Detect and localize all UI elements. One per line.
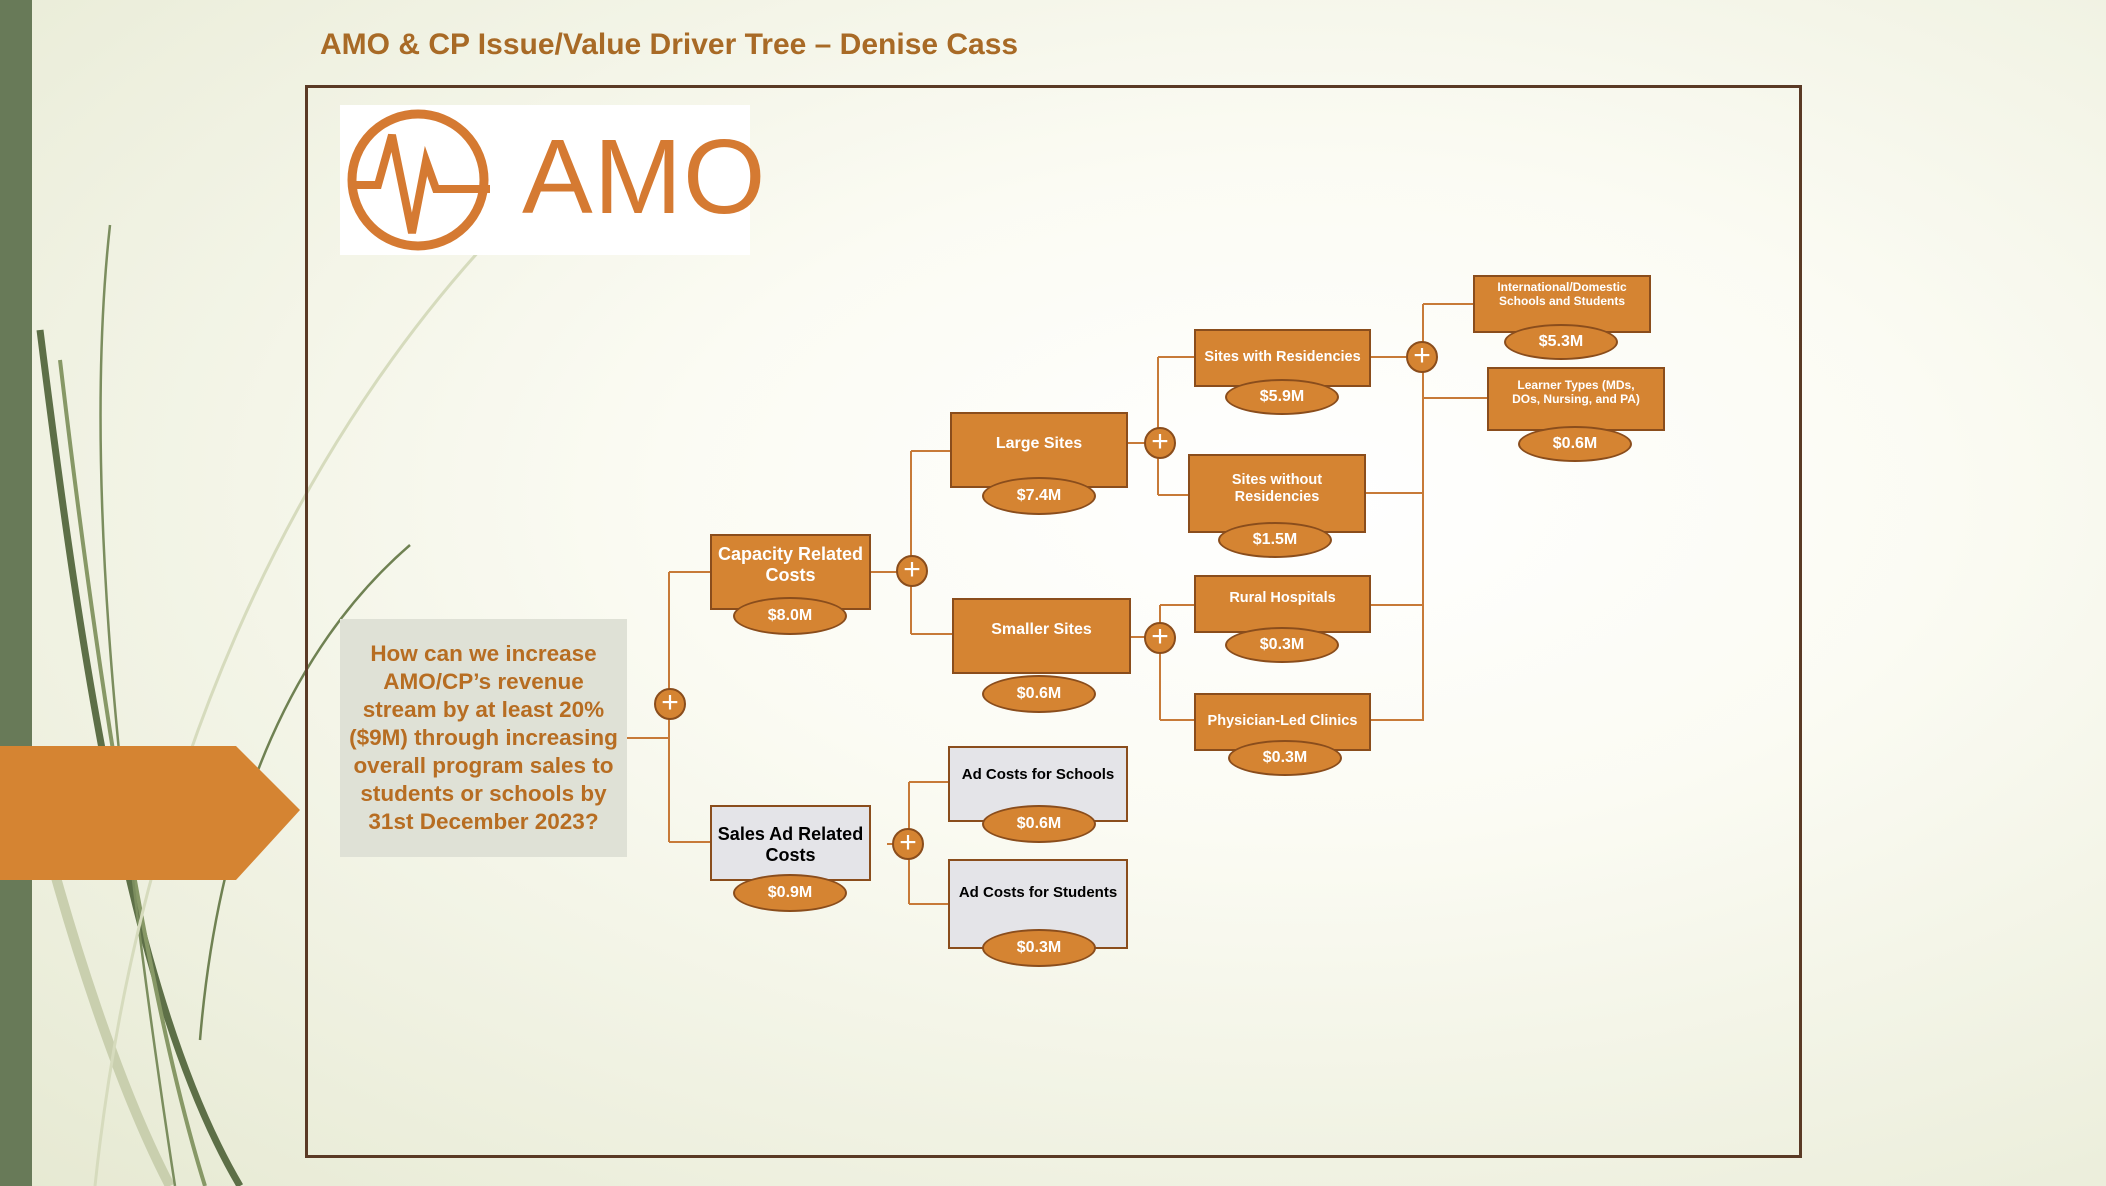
orange-arrow-shape — [0, 746, 300, 880]
content-frame — [305, 85, 1802, 1158]
node-sales-ad-related-costs: Sales Ad Related Costs — [710, 805, 871, 881]
node-learner-types: Learner Types (MDs, DOs, Nursing, and PA… — [1487, 367, 1665, 431]
value-capacity-related-costs: $8.0M — [733, 597, 847, 635]
slide-title: AMO & CP Issue/Value Driver Tree – Denis… — [320, 28, 1019, 61]
pulse-logo-icon — [347, 109, 490, 251]
sidebar-stripe — [0, 0, 32, 1186]
key-question: How can we increase AMO/CP’s revenue str… — [340, 619, 627, 857]
value-smaller-sites: $0.6M — [982, 675, 1096, 713]
value-sales-ad-related-costs: $0.9M — [733, 874, 847, 912]
node-ad-costs-for-schools: Ad Costs for Schools — [948, 746, 1128, 822]
value-sites-without-residencies: $1.5M — [1218, 522, 1332, 558]
value-physician-led-clinics: $0.3M — [1228, 740, 1342, 776]
value-ad-costs-for-schools: $0.6M — [982, 805, 1096, 843]
node-sites-without-residencies: Sites without Residencies — [1188, 454, 1366, 533]
logo-text: AMO — [522, 118, 767, 236]
value-rural-hospitals: $0.3M — [1225, 627, 1339, 663]
node-large-sites: Large Sites — [950, 412, 1128, 488]
plus-operator-smaller-sites: + — [1144, 622, 1176, 654]
amo-logo: AMO — [340, 105, 765, 255]
plus-operator-sales-ad: + — [892, 828, 924, 860]
value-learner-types: $0.6M — [1518, 426, 1632, 462]
value-large-sites: $7.4M — [982, 477, 1096, 515]
node-smaller-sites: Smaller Sites — [952, 598, 1131, 674]
node-sites-with-residencies: Sites with Residencies — [1194, 329, 1371, 387]
node-rural-hospitals: Rural Hospitals — [1194, 575, 1371, 633]
plus-operator-level5: + — [1406, 341, 1438, 373]
value-ad-costs-for-students: $0.3M — [982, 929, 1096, 967]
value-sites-with-residencies: $5.9M — [1225, 379, 1339, 415]
plus-operator-root: + — [654, 688, 686, 720]
plus-operator-large-sites: + — [1144, 427, 1176, 459]
value-international-domestic-schools: $5.3M — [1504, 324, 1618, 360]
plus-operator-capacity: + — [896, 555, 928, 587]
